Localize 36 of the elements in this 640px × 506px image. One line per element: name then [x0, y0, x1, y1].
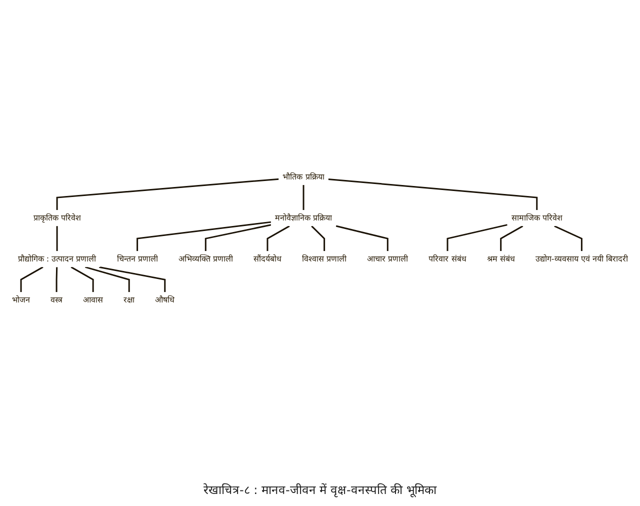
node-text: सामाजिक परिवेश [511, 212, 562, 222]
connector [56, 267, 58, 292]
figure-caption: रेखाचित्र-८ : मानव-जीवन में वृक्ष-वनस्पति की भूमिका [204, 482, 436, 498]
connector [336, 225, 388, 251]
node-text: आचार प्रणाली [367, 254, 408, 264]
node-text: औषधि [155, 295, 175, 305]
connector [446, 224, 508, 251]
connector [20, 266, 44, 292]
connector [500, 225, 524, 251]
connector [554, 225, 582, 251]
node-text: आवास [83, 295, 104, 305]
node-text: मनोवैज्ञानिक प्रक्रिया [274, 212, 332, 222]
connector [56, 178, 279, 210]
node-text: उद्योग-व्यवसाय एवं नयी बिरादरी [535, 254, 628, 264]
node-text: श्रम संबंध [486, 254, 515, 264]
connector [204, 224, 272, 251]
node-text: भोजन [12, 295, 30, 305]
node-text: चिन्तन प्रणाली [116, 254, 158, 264]
connector [56, 226, 58, 251]
connector [311, 225, 326, 251]
connector [328, 178, 538, 210]
node-text: प्राकृतिक परिवेश [33, 212, 81, 222]
node-text: सौंदर्यबोध [253, 254, 282, 264]
node-text: विश्वास प्रणाली [302, 254, 347, 264]
node-text: वस्त्र [50, 295, 63, 305]
connector [266, 225, 290, 251]
connector [84, 266, 130, 292]
node-text: परिवार संबंध [428, 254, 466, 264]
connector [70, 266, 94, 292]
node-text: भौतिक प्रक्रिया [282, 172, 324, 182]
connector [99, 266, 166, 292]
node-text: रक्षा [124, 295, 135, 305]
connector [136, 221, 272, 251]
node-text: प्रौद्योगिक : उत्पादन प्रणाली [18, 254, 96, 264]
connector [302, 184, 304, 210]
node-text: अभिव्यक्ति प्रणाली [178, 254, 233, 264]
